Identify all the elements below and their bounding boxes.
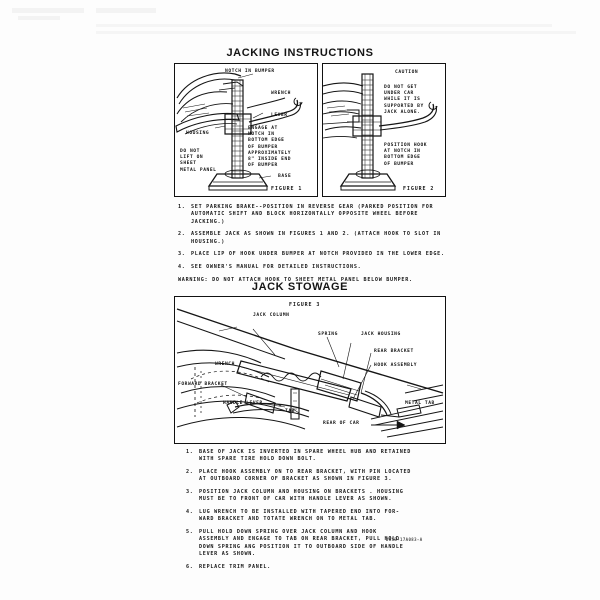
figure-3-label-jack-housing: JACK HOUSING bbox=[361, 332, 401, 337]
figure-3-drawing bbox=[176, 308, 444, 438]
figure-1-label-engage-note: ENGAGE AT NOTCH IN BOTTOM EDGE OF BUMPER… bbox=[248, 126, 292, 169]
figure-1-drawing bbox=[175, 72, 303, 191]
figure-3-label-rear-bracket: REAR BRACKET bbox=[374, 349, 414, 354]
step-text: ASSEMBLE JACK AS SHOWN IN FIGURES 1 AND … bbox=[191, 231, 441, 245]
figure-1-label-base: BASE bbox=[278, 174, 292, 179]
jacking-step: 2. ASSEMBLE JACK AS SHOWN IN FIGURES 1 A… bbox=[178, 231, 454, 246]
figure-2-drawing bbox=[323, 73, 438, 191]
step-text: PLACE LIP OF HOOK UNDER BUMPER AT NOTCH … bbox=[191, 251, 445, 258]
step-text: LUG WRENCH TO BE INSTALLED WITH TAPERED … bbox=[199, 509, 400, 523]
figure-1-panel: NOTCH IN BUMPER WRENCH LEVER HOUSING DO … bbox=[174, 63, 318, 197]
figure-3-label-wrench: WRENCH bbox=[215, 362, 235, 367]
step-number: 1. bbox=[178, 204, 186, 210]
stowage-step: 1. BASE OF JACK IS INVERTED IN SPARE WHE… bbox=[186, 449, 454, 464]
figure-1-label-wrench: WRENCH bbox=[271, 91, 291, 96]
stowage-step: 5. PULL HOLD DOWN SPRING OVER JACK COLUM… bbox=[186, 529, 454, 559]
step-text: SEE OWNER'S MANUAL FOR DETAILED INSTRUCT… bbox=[191, 264, 362, 270]
step-number: 2. bbox=[186, 469, 194, 475]
figure-3-label-handle-lever: HANDLE LEVER bbox=[223, 401, 263, 406]
figure-1-label-lever: LEVER bbox=[271, 113, 288, 118]
step-number: 5. bbox=[186, 529, 194, 535]
part-number: D6SB-17A083-A bbox=[386, 537, 423, 542]
jacking-instructions-list: 1. SET PARKING BRAKE--POSITION IN REVERS… bbox=[178, 204, 454, 284]
stowage-step: 6. REPLACE TRIM PANEL. bbox=[186, 564, 454, 571]
jacking-step: 3. PLACE LIP OF HOOK UNDER BUMPER AT NOT… bbox=[178, 251, 454, 258]
figure-3-label-rear-of-car: REAR OF CAR bbox=[323, 421, 360, 426]
figure-2-caption: FIGURE 2 bbox=[403, 186, 435, 192]
scan-artifact bbox=[0, 0, 600, 46]
stowage-step: 2. PLACE HOOK ASSEMBLY ON TO REAR BRACKE… bbox=[186, 469, 454, 484]
section-title-jack-stowage: JACK STOWAGE bbox=[251, 281, 349, 293]
figure-1-caption: FIGURE 1 bbox=[271, 186, 303, 192]
stowage-step: 4. LUG WRENCH TO BE INSTALLED WITH TAPER… bbox=[186, 509, 454, 524]
step-number: 2. bbox=[178, 231, 186, 238]
step-text: PLACE HOOK ASSEMBLY ON TO REAR BRACKET, … bbox=[199, 469, 412, 483]
step-number: 4. bbox=[178, 264, 186, 270]
figure-3-panel: FIGURE 3 JACK COLUMN SPRING JACK HOUSING… bbox=[174, 296, 446, 444]
figure-3-label-tab: TAB bbox=[285, 409, 295, 414]
jacking-step: 1. SET PARKING BRAKE--POSITION IN REVERS… bbox=[178, 204, 454, 226]
step-text: POSITION JACK COLUMN AND HOUSING ON BRAC… bbox=[199, 489, 404, 503]
figure-3-label-hook-assembly: HOOK ASSEMBLY bbox=[374, 363, 418, 368]
step-number: 1. bbox=[186, 449, 194, 455]
step-text: REPLACE TRIM PANEL. bbox=[199, 563, 271, 570]
step-number: 3. bbox=[178, 251, 186, 258]
step-text: PULL HOLD DOWN SPRING OVER JACK COLUMN A… bbox=[199, 529, 404, 558]
step-number: 3. bbox=[186, 489, 194, 495]
figure-2-label-caution-heading: CAUTION bbox=[395, 70, 419, 75]
figure-3-label-spring: SPRING bbox=[318, 332, 338, 337]
figure-1-label-housing: HOUSING bbox=[186, 131, 210, 136]
step-number: 4. bbox=[186, 509, 194, 515]
stowage-instructions-list: 1. BASE OF JACK IS INVERTED IN SPARE WHE… bbox=[186, 449, 454, 576]
figure-3-label-metal-tab: METAL TAB bbox=[405, 401, 435, 406]
step-text: SET PARKING BRAKE--POSITION IN REVERSE G… bbox=[191, 204, 434, 225]
figure-2-label-position-hook: POSITION HOOK AT NOTCH IN BOTTOM EDGE OF… bbox=[384, 143, 428, 167]
stowage-step: 3. POSITION JACK COLUMN AND HOUSING ON B… bbox=[186, 489, 454, 504]
step-text: BASE OF JACK IS INVERTED IN SPARE WHEEL … bbox=[199, 449, 412, 463]
figure-2-panel: CAUTION DO NOT GET UNDER CAR WHILE IT IS… bbox=[322, 63, 446, 197]
figure-2-label-caution-body: DO NOT GET UNDER CAR WHILE IT IS SUPPORT… bbox=[384, 85, 424, 115]
step-number: 6. bbox=[186, 563, 194, 570]
figure-3-caption: FIGURE 3 bbox=[289, 302, 321, 308]
figure-1-label-notch-in-bumper: NOTCH IN BUMPER bbox=[225, 69, 275, 74]
figure-3-label-forward-bracket: FORWARD BRACKET bbox=[178, 382, 228, 387]
figure-1-label-do-not-lift: DO NOT LIFT ON SHEET METAL PANEL bbox=[180, 149, 217, 173]
figure-3-label-jack-column: JACK COLUMN bbox=[253, 313, 290, 318]
jacking-warning: WARNING: DO NOT ATTACH HOOK TO SHEET MET… bbox=[178, 276, 413, 283]
jacking-step: 4. SEE OWNER'S MANUAL FOR DETAILED INSTR… bbox=[178, 264, 454, 271]
section-title-jacking-instructions: JACKING INSTRUCTIONS bbox=[226, 47, 374, 59]
